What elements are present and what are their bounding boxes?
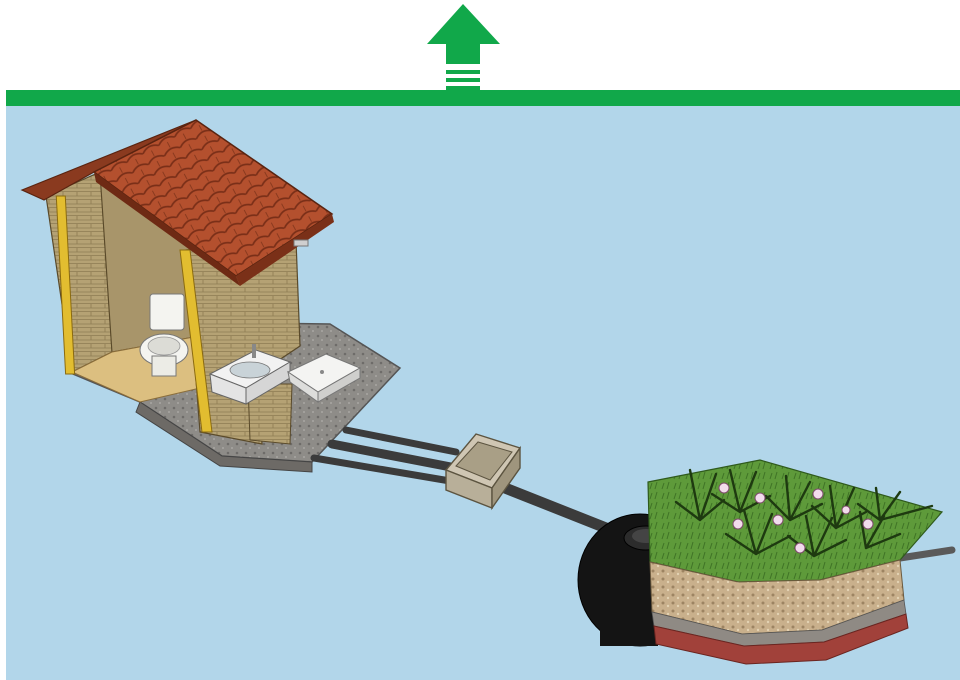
top-bar	[6, 90, 960, 106]
up-arrow-icon	[427, 4, 500, 90]
vent-pipe	[294, 240, 308, 246]
